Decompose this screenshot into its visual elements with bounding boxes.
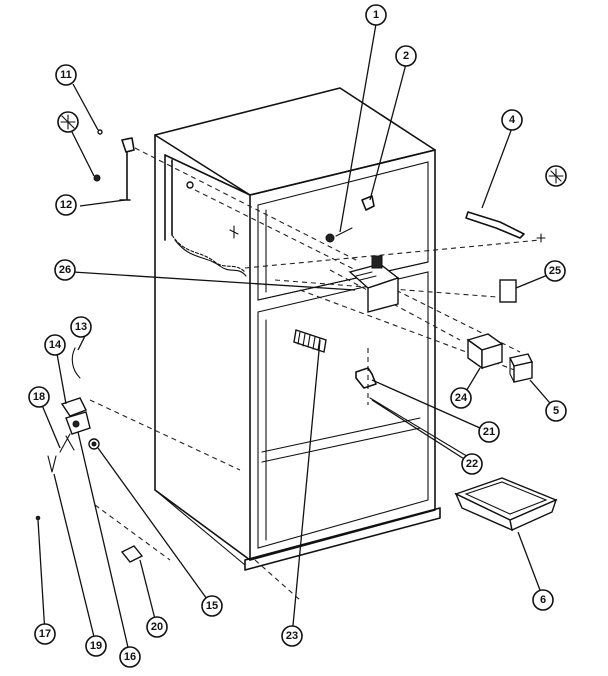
- callout-5: 5: [545, 400, 567, 422]
- part-23-coil: [293, 329, 327, 353]
- part-25-plate: [499, 279, 517, 303]
- svg-text:2: 2: [403, 50, 409, 62]
- svg-text:25: 25: [549, 265, 561, 277]
- part-12-hinge: [119, 137, 135, 201]
- svg-text:11: 11: [60, 69, 72, 81]
- callout-11: 11: [55, 64, 77, 86]
- svg-text:26: 26: [59, 264, 71, 276]
- svg-text:5: 5: [553, 405, 559, 417]
- part-21-bracket: [355, 367, 377, 389]
- callout-2: 2: [395, 45, 417, 67]
- part-cluster-valve: [47, 347, 100, 473]
- callout-15: 15: [201, 595, 223, 617]
- part-11-pin: [97, 129, 103, 135]
- svg-text:15: 15: [206, 600, 218, 612]
- callout-20: 20: [146, 616, 168, 638]
- callout-24: 24: [450, 387, 472, 409]
- part-5-block: [508, 353, 534, 383]
- screw-cross-icon: [57, 111, 79, 133]
- callout-19: 19: [85, 635, 107, 657]
- parts: [35, 129, 558, 563]
- svg-text:22: 22: [466, 458, 478, 470]
- screw-cross-icon: [545, 165, 567, 187]
- refrigerator-cabinet: [154, 87, 441, 571]
- callout-23: 23: [281, 625, 303, 647]
- callout-1: 1: [365, 4, 387, 26]
- svg-text:6: 6: [540, 594, 546, 606]
- callout-22: 22: [461, 453, 483, 475]
- callout-13: 13: [70, 316, 92, 338]
- callout-21: 21: [478, 421, 500, 443]
- screw-cross-icon: [536, 233, 546, 243]
- callout-26: 26: [54, 259, 76, 281]
- callout-4: 4: [501, 109, 523, 131]
- svg-text:14: 14: [49, 339, 62, 351]
- svg-text:12: 12: [60, 199, 72, 211]
- callout-17: 17: [34, 623, 56, 645]
- part-2-clip: [361, 195, 375, 211]
- svg-text:18: 18: [33, 391, 45, 403]
- svg-text:1: 1: [373, 9, 379, 21]
- part-26-control-housing: [348, 255, 400, 313]
- svg-text:19: 19: [90, 640, 102, 652]
- callout-14: 14: [44, 334, 66, 356]
- callout-16: 16: [119, 646, 141, 668]
- part-22-rod: [369, 397, 471, 459]
- part-6-drip-tray: [454, 477, 558, 532]
- part-4-rail: [465, 211, 525, 239]
- svg-text:17: 17: [39, 628, 51, 640]
- part-20-fitting: [120, 545, 144, 563]
- svg-text:13: 13: [75, 321, 87, 333]
- part-17-screw: [35, 515, 41, 521]
- svg-text:4: 4: [509, 114, 516, 126]
- callout-6: 6: [532, 589, 554, 611]
- svg-text:21: 21: [483, 426, 495, 438]
- svg-text:23: 23: [286, 630, 298, 642]
- callout-12: 12: [55, 194, 77, 216]
- svg-text:20: 20: [151, 621, 163, 633]
- part-1-nut: [325, 233, 335, 243]
- svg-text:16: 16: [124, 651, 136, 663]
- callouts: 1 2 4 5 6 11 12 13 14 15 16: [28, 4, 567, 668]
- svg-text:24: 24: [455, 392, 468, 404]
- part-9-screw: [93, 174, 101, 182]
- part-24-box: [466, 333, 504, 370]
- callout-18: 18: [28, 386, 50, 408]
- leader-lines: [37, 23, 557, 657]
- callout-25: 25: [544, 260, 566, 282]
